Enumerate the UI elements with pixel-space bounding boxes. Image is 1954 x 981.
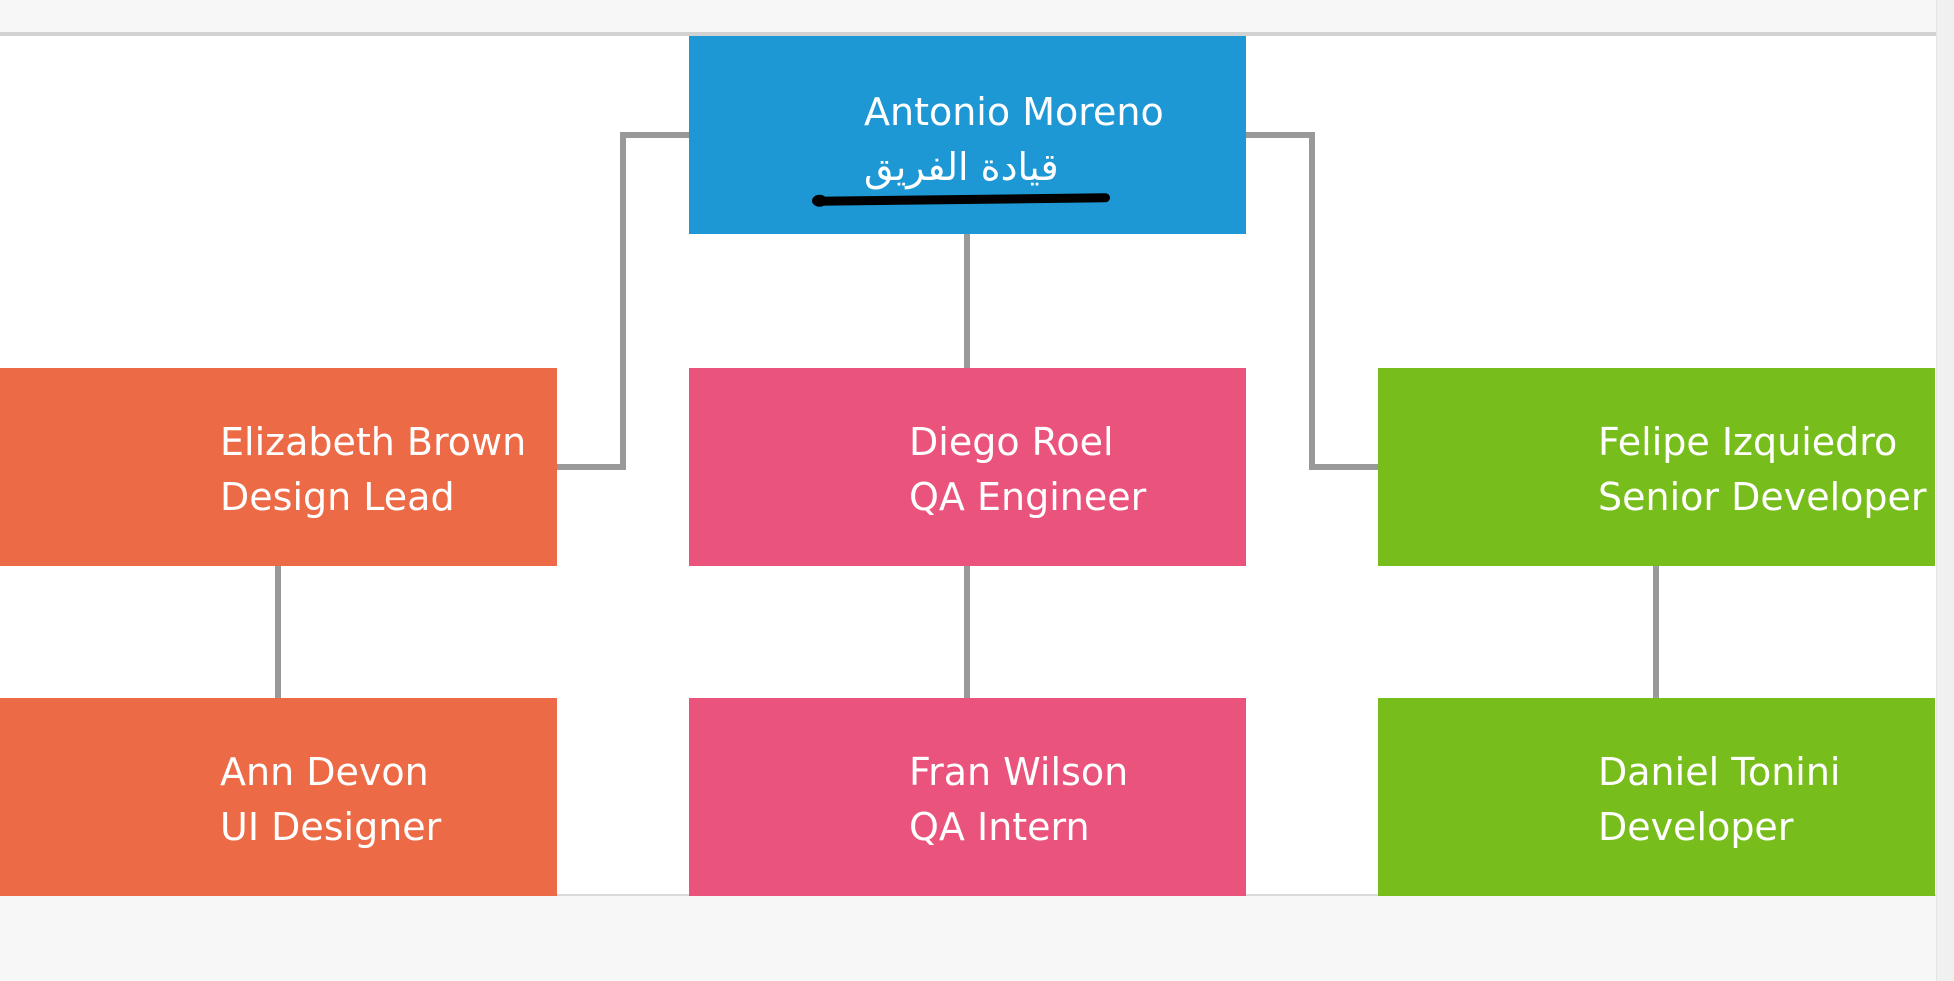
node-role: QA Intern	[909, 805, 1090, 849]
node-text: Elizabeth Brown Design Lead	[0, 409, 557, 525]
node-text: Ann Devon UI Designer	[0, 739, 557, 855]
connector-antonio-felipe-bottom-segment	[1309, 464, 1378, 470]
connector-antonio-felipe-top-segment	[1246, 132, 1315, 138]
node-role: Senior Developer	[1598, 475, 1927, 519]
node-role: Developer	[1598, 805, 1794, 849]
node-role: قيادة الفريق	[864, 145, 1059, 189]
connector-elizabeth-ann	[275, 566, 281, 698]
org-node-antonio-moreno[interactable]: Antonio Moreno قيادة الفريق	[689, 36, 1246, 234]
vertical-scrollbar[interactable]	[1936, 0, 1954, 981]
node-text: Diego Roel QA Engineer	[689, 409, 1246, 525]
connector-felipe-daniel	[1653, 566, 1659, 698]
connector-antonio-felipe-vertical-segment	[1309, 132, 1315, 470]
org-node-felipe-izquiedro[interactable]: Felipe Izquiedro Senior Developer	[1378, 368, 1935, 566]
node-name: Fran Wilson	[909, 750, 1129, 794]
top-strip	[0, 0, 1936, 34]
node-name: Felipe Izquiedro	[1598, 420, 1898, 464]
connector-antonio-elizabeth-top-segment	[620, 132, 689, 138]
node-name: Ann Devon	[220, 750, 429, 794]
node-name: Antonio Moreno	[864, 90, 1164, 134]
node-text: Daniel Tonini Developer	[1378, 739, 1935, 855]
node-role: Design Lead	[220, 475, 455, 519]
marker-underline-annotation	[813, 193, 1111, 206]
org-node-ann-devon[interactable]: Ann Devon UI Designer	[0, 698, 557, 896]
org-node-fran-wilson[interactable]: Fran Wilson QA Intern	[689, 698, 1246, 896]
org-node-daniel-tonini[interactable]: Daniel Tonini Developer	[1378, 698, 1935, 896]
connector-diego-fran	[964, 566, 970, 698]
node-role: UI Designer	[220, 805, 442, 849]
node-name: Daniel Tonini	[1598, 750, 1841, 794]
connector-antonio-elizabeth-vertical-segment	[620, 132, 626, 470]
org-node-diego-roel[interactable]: Diego Roel QA Engineer	[689, 368, 1246, 566]
org-node-elizabeth-brown[interactable]: Elizabeth Brown Design Lead	[0, 368, 557, 566]
node-text: Fran Wilson QA Intern	[689, 739, 1246, 855]
node-name: Diego Roel	[909, 420, 1114, 464]
node-text: Antonio Moreno قيادة الفريق	[689, 75, 1246, 195]
node-name: Elizabeth Brown	[220, 420, 527, 464]
connector-antonio-diego	[964, 234, 970, 368]
node-text: Felipe Izquiedro Senior Developer	[1378, 409, 1935, 525]
node-role: QA Engineer	[909, 475, 1147, 519]
connector-antonio-elizabeth-bottom-segment	[557, 464, 626, 470]
